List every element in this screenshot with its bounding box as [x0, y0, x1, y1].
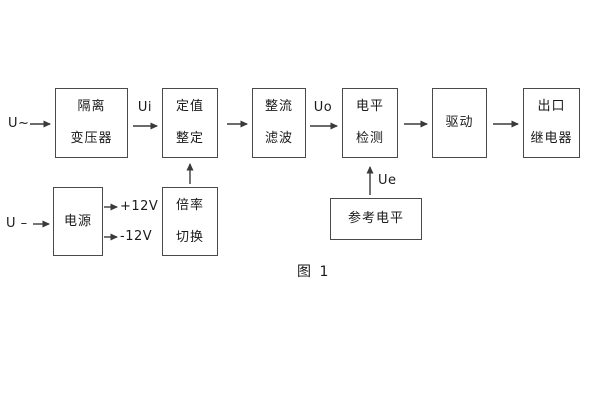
- label-minus-12v: -12V: [120, 229, 153, 244]
- block-reference-level: 参考电平: [330, 198, 422, 240]
- label-uo: Uo: [313, 100, 333, 115]
- block-level-detect: 电平 检测: [342, 88, 398, 158]
- block-drive: 驱动: [432, 88, 487, 158]
- label-ui: Ui: [137, 100, 153, 115]
- block-setpoint-adjust: 定值 整定: [162, 88, 218, 158]
- block-rectify-filter: 整流 滤波: [252, 88, 306, 158]
- block-power-supply: 电源: [53, 187, 103, 256]
- block-isolation-transformer: 隔离 变压器: [55, 88, 128, 158]
- block-ratio-switch: 倍率 切换: [162, 187, 218, 256]
- label-dc-input: U –: [6, 216, 28, 231]
- label-plus-12v: +12V: [120, 199, 159, 214]
- block-output-relay: 出口 继电器: [523, 88, 580, 158]
- label-ac-input: U~: [8, 116, 30, 131]
- figure-caption: 图 1: [297, 264, 331, 280]
- label-ue: Ue: [378, 173, 397, 188]
